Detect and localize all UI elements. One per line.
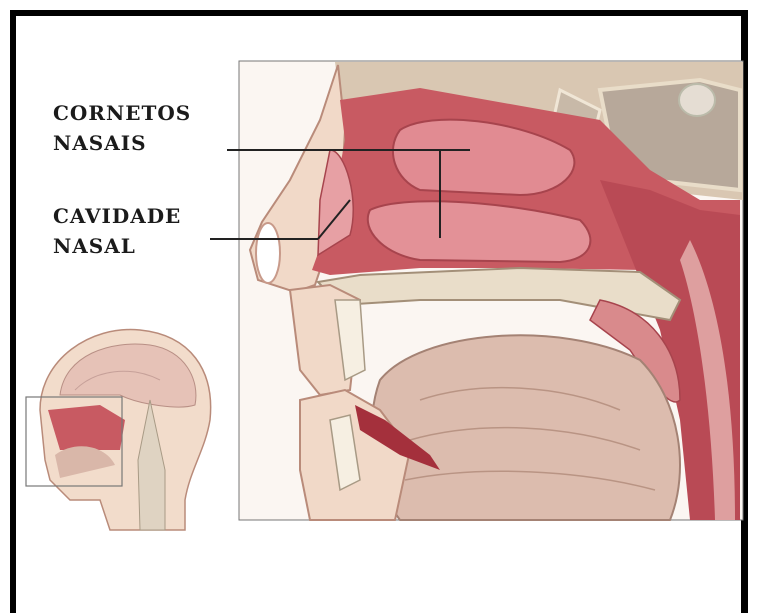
sagittal-section bbox=[250, 62, 743, 520]
label-cavity-line1: CAVIDADE bbox=[53, 204, 181, 228]
label-turbinates-line2: NASAIS bbox=[53, 131, 147, 155]
head-inset bbox=[26, 330, 211, 530]
label-cavity-line2: NASAL bbox=[53, 234, 136, 258]
label-turbinates-line1: CORNETOS bbox=[53, 101, 191, 125]
